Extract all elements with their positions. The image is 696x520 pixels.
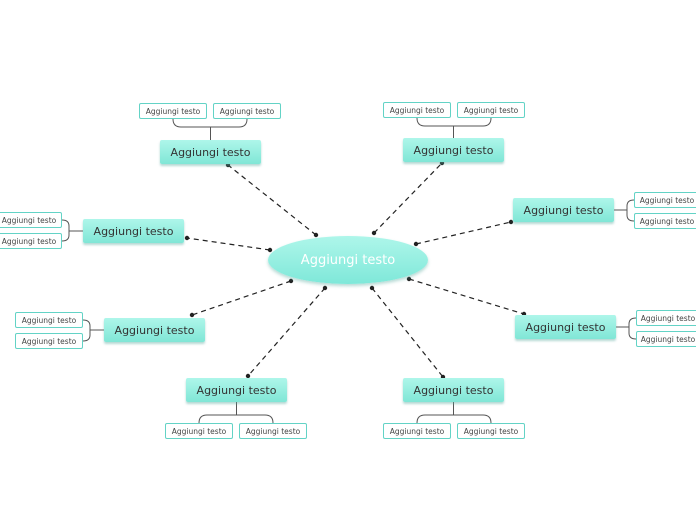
subtopic[interactable]: Aggiungi testo bbox=[636, 310, 696, 326]
connector-dot bbox=[413, 241, 419, 247]
connector-dot bbox=[245, 373, 251, 379]
subtopic[interactable]: Aggiungi testo bbox=[15, 333, 83, 349]
subtopic[interactable]: Aggiungi testo bbox=[636, 331, 696, 347]
subtopic[interactable]: Aggiungi testo bbox=[15, 312, 83, 328]
subtopic[interactable]: Aggiungi testo bbox=[383, 102, 451, 118]
subtopic-bracket bbox=[61, 219, 83, 242]
connector-line bbox=[373, 162, 443, 234]
subtopic-bracket bbox=[416, 402, 492, 424]
subtopic[interactable]: Aggiungi testo bbox=[383, 423, 451, 439]
subtopic[interactable]: Aggiungi testo bbox=[457, 102, 525, 118]
main-topic[interactable]: Aggiungi testo bbox=[104, 318, 205, 342]
main-topic[interactable]: Aggiungi testo bbox=[403, 138, 504, 162]
subtopic[interactable]: Aggiungi testo bbox=[634, 213, 696, 229]
connector-dot bbox=[369, 285, 375, 291]
connector-dot bbox=[189, 312, 195, 318]
connector-line bbox=[408, 278, 525, 315]
main-topic[interactable]: Aggiungi testo bbox=[515, 315, 616, 339]
main-topic[interactable]: Aggiungi testo bbox=[513, 198, 614, 222]
main-topic[interactable]: Aggiungi testo bbox=[83, 219, 184, 243]
main-topic[interactable]: Aggiungi testo bbox=[403, 378, 504, 402]
subtopic[interactable]: Aggiungi testo bbox=[0, 212, 62, 228]
subtopic[interactable]: Aggiungi testo bbox=[213, 103, 281, 119]
subtopic[interactable]: Aggiungi testo bbox=[165, 423, 233, 439]
subtopic-bracket bbox=[172, 118, 248, 140]
connector-dot bbox=[184, 235, 190, 241]
subtopic[interactable]: Aggiungi testo bbox=[457, 423, 525, 439]
subtopic-bracket bbox=[82, 319, 104, 342]
connector-line bbox=[191, 280, 292, 316]
connector-dot bbox=[288, 278, 294, 284]
subtopic-bracket bbox=[614, 199, 635, 222]
connector-line bbox=[186, 237, 271, 251]
main-topic[interactable]: Aggiungi testo bbox=[160, 140, 261, 164]
central-topic[interactable]: Aggiungi testo bbox=[268, 236, 428, 284]
connector-dot bbox=[406, 276, 412, 282]
connector-dot bbox=[508, 219, 514, 225]
subtopic[interactable]: Aggiungi testo bbox=[0, 233, 62, 249]
subtopic[interactable]: Aggiungi testo bbox=[634, 192, 696, 208]
subtopic-bracket bbox=[198, 402, 274, 424]
subtopic-bracket bbox=[416, 117, 492, 138]
connector-dot bbox=[371, 230, 377, 236]
main-topic[interactable]: Aggiungi testo bbox=[186, 378, 287, 402]
connector-line bbox=[247, 287, 326, 377]
connector-line bbox=[415, 221, 512, 245]
subtopic[interactable]: Aggiungi testo bbox=[139, 103, 207, 119]
subtopic[interactable]: Aggiungi testo bbox=[239, 423, 307, 439]
connector-dot bbox=[322, 285, 328, 291]
subtopic-bracket bbox=[616, 317, 637, 340]
connector-dot bbox=[267, 247, 273, 253]
connector-line bbox=[227, 164, 317, 236]
connector-dot bbox=[313, 232, 319, 238]
connector-line bbox=[371, 287, 444, 378]
